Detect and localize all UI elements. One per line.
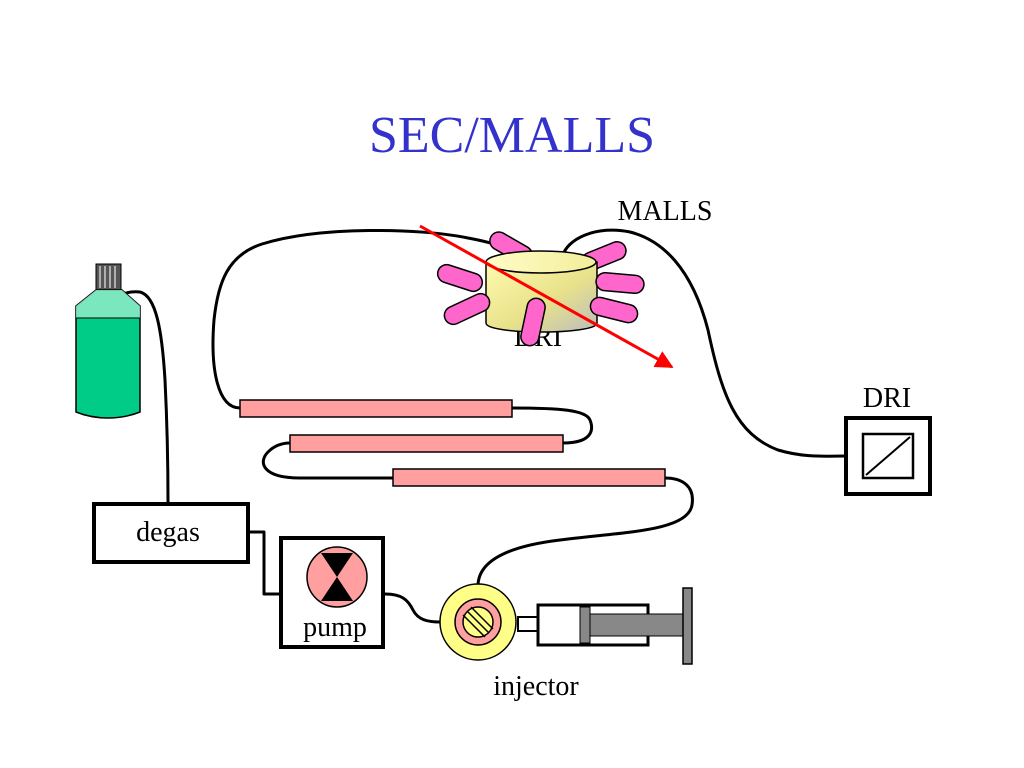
column-3 — [392, 468, 666, 487]
malls-label: MALLS — [618, 196, 713, 227]
column3-to-column2-tube — [261, 441, 395, 480]
detector-rod — [589, 296, 639, 324]
diagonal-slash-box-icon — [861, 432, 915, 480]
detector-rod — [595, 271, 645, 295]
injector-label: injector — [493, 671, 579, 702]
degas-to-pump-tube — [246, 530, 282, 596]
no-entry-valve-icon — [439, 583, 517, 661]
dri-label: DRI — [863, 383, 911, 414]
pump-to-injector-tube — [383, 592, 442, 624]
page-title: SEC/MALLS — [369, 107, 655, 164]
syringe — [517, 587, 693, 665]
column2-to-column1-tube — [510, 406, 594, 445]
hourglass-pump-icon — [306, 546, 368, 608]
malls-to-dri-tube — [560, 228, 848, 458]
degas-box — [92, 502, 250, 564]
column-2 — [289, 434, 564, 453]
column-1 — [239, 399, 513, 418]
detector-rod — [520, 297, 546, 347]
column-to-malls-tube — [211, 228, 518, 410]
detector-rod — [436, 263, 484, 293]
solvent-bottle-icon — [75, 263, 141, 419]
degas-label: degas — [136, 517, 200, 548]
pump-label: pump — [303, 612, 367, 643]
detector-rod — [443, 292, 491, 326]
injector-to-column-tube — [476, 476, 694, 588]
laser-beam — [419, 224, 674, 369]
malls-detector — [419, 224, 674, 369]
